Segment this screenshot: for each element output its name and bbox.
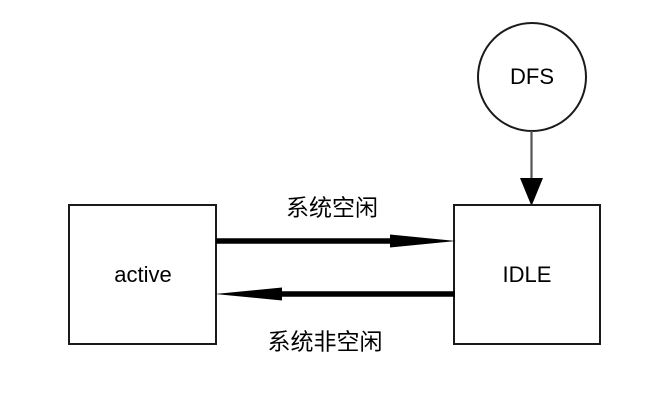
node-dfs[interactable]: DFS: [477, 22, 587, 132]
idle-box-shape: [453, 204, 601, 345]
active-box-shape: [68, 204, 217, 345]
active-to-idle-arrowhead: [390, 234, 456, 248]
edge-label-system-idle: 系统空闲: [286, 196, 378, 222]
active-node-label: active: [114, 262, 171, 287]
node-active[interactable]: active: [68, 204, 217, 345]
idle-to-active-arrowhead: [215, 287, 282, 301]
edge-active-to-idle[interactable]: [216, 234, 456, 248]
edge-idle-to-active[interactable]: [215, 287, 455, 301]
node-idle[interactable]: IDLE: [453, 204, 601, 345]
dfs-to-idle-arrowhead: [520, 178, 543, 206]
dfs-node-label: DFS: [510, 64, 554, 89]
idle-node-label: IDLE: [503, 262, 552, 287]
edge-dfs-to-idle[interactable]: [520, 131, 543, 206]
edge-label-system-not-idle: 系统非空闲: [268, 330, 383, 356]
